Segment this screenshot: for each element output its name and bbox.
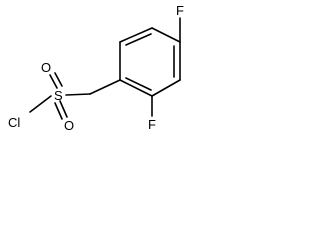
ring-bond [119,79,153,97]
bond-s-o-bottom [59,100,68,118]
atom-oxygen-top: O [41,60,51,75]
bond-s-o-bottom [54,102,63,120]
benzene-ring [119,27,181,97]
ring-bond [119,27,153,43]
bond-s-o-top [49,74,58,89]
bond-ch2-to-s [65,93,91,96]
ring-bond [151,79,181,97]
ring-double-bond [125,77,152,91]
ring-double-bond [125,33,152,46]
molecule-structure: F F S O O Cl [8,3,184,133]
atom-f-bottom: F [148,117,156,132]
bond-ring-to-ch2 [89,79,121,95]
structure-canvas: F F S O O Cl [0,0,190,155]
bond-s-o-top [54,72,63,87]
ring-bond [151,27,181,43]
atom-sulfur: S [54,88,63,103]
atom-oxygen-bottom: O [64,118,74,133]
atom-f-top: F [176,3,184,18]
bond-s-cl [29,95,52,113]
atom-chlorine: Cl [8,115,20,130]
